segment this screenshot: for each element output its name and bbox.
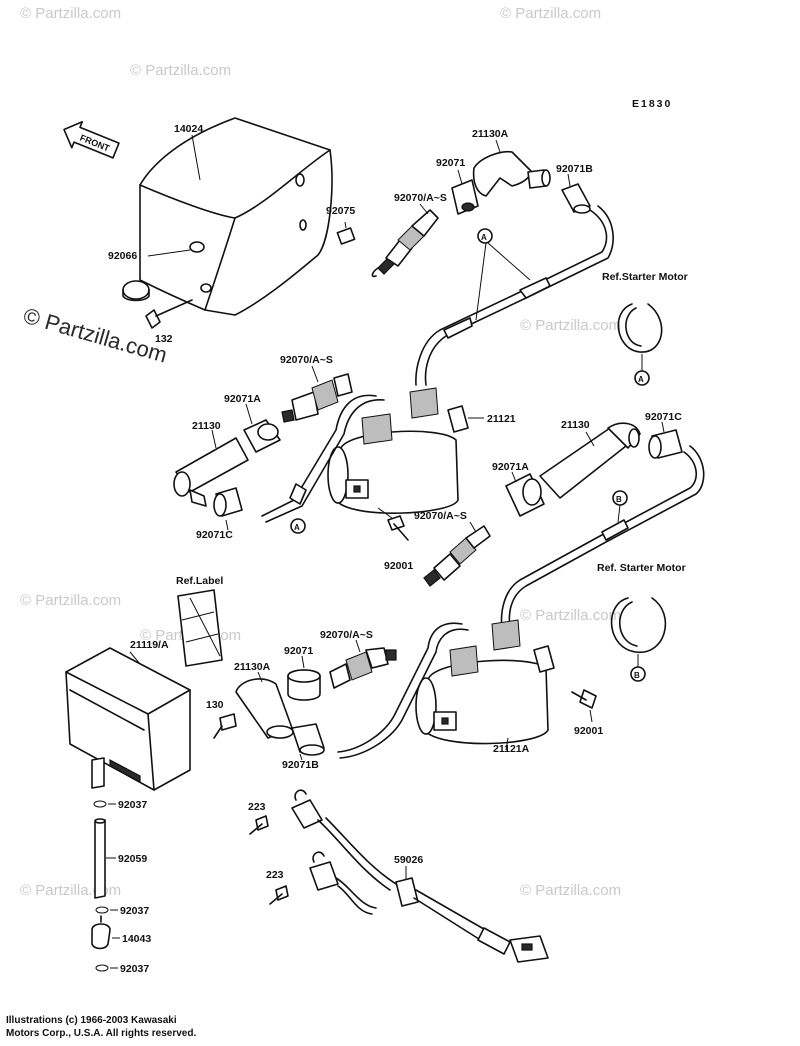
label-92070-mid: 92070/A~S	[280, 354, 333, 366]
label-ref-starter-2: Ref. Starter Motor	[597, 562, 686, 574]
bolt-92001-low	[571, 689, 597, 709]
spark-plug-top	[371, 209, 439, 278]
plug-cap-21130-right	[539, 422, 641, 499]
marker-a1-icon	[477, 228, 493, 244]
grommet-92066	[122, 280, 150, 302]
ignition-cover	[139, 117, 333, 316]
screw-223-2	[269, 885, 289, 905]
marker-a3: A	[294, 523, 300, 532]
label-92071B-low: 92071B	[282, 759, 319, 771]
label-92037-3: 92037	[120, 963, 149, 975]
ignition-coil-21121	[327, 387, 469, 514]
seal-92071B-low	[291, 723, 325, 756]
marker-a2: A	[638, 375, 644, 384]
label-92066: 92066	[108, 250, 137, 262]
marker-b1: B	[616, 495, 622, 504]
label-92001-low: 92001	[574, 725, 603, 737]
marker-b2-icon	[630, 666, 646, 682]
vacuum-hose-assembly	[91, 800, 111, 972]
label-223-2: 223	[266, 869, 284, 881]
plug-cap-21130-left	[173, 437, 249, 507]
plug-cap-21130A-top	[472, 150, 551, 197]
ref-label-sheet	[177, 589, 223, 667]
label-92070-low: 92070/A~S	[320, 629, 373, 641]
label-21130-right: 21130	[561, 419, 590, 431]
label-21121: 21121	[487, 413, 516, 425]
bolt-92001-mid	[387, 515, 409, 541]
igniter-21119A	[65, 647, 191, 791]
copyright-line-1: Illustrations (c) 1966-2003 Kawasaki	[6, 1015, 177, 1026]
hv-cable-left	[261, 394, 385, 523]
marker-a3-icon	[290, 518, 306, 534]
seal-92071C-right	[648, 429, 683, 459]
copyright-line-2: Motors Corp., U.S.A. All rights reserved…	[6, 1028, 197, 1039]
sensor-harness-59026	[291, 789, 549, 963]
starter-motor-band-2	[610, 597, 667, 653]
label-92070-top: 92070/A~S	[394, 192, 447, 204]
hv-cable-right	[500, 445, 705, 629]
label-92071C-right: 92071C	[645, 411, 682, 423]
label-21130A-top: 21130A	[472, 128, 509, 140]
marker-a2-icon	[634, 370, 650, 386]
label-92071A-left: 92071A	[224, 393, 261, 405]
pad-92075	[336, 227, 356, 245]
seal-92071A-right	[505, 473, 545, 517]
label-92071C-left: 92071C	[196, 529, 233, 541]
label-92070-right: 92070/A~S	[414, 510, 467, 522]
watermark-large: © Partzilla.com	[21, 303, 170, 368]
watermark: © Partzilla.com	[20, 5, 121, 22]
plug-cap-21130A-low	[235, 678, 294, 739]
watermark: © Partzilla.com	[520, 882, 621, 899]
watermark: © Partzilla.com	[20, 592, 121, 609]
spark-plug-mid	[281, 373, 353, 423]
marker-b2: B	[634, 671, 640, 680]
label-21121A: 21121A	[493, 743, 530, 755]
seal-92071C-left	[213, 487, 243, 517]
starter-motor-band-1	[617, 303, 663, 353]
plug-cap-seal-92071B-top	[561, 183, 591, 214]
hv-cable-top	[415, 205, 614, 386]
marker-a1: A	[481, 233, 487, 242]
label-21119A: 21119/A	[130, 639, 169, 651]
bolt-130	[213, 713, 237, 739]
label-92001-mid: 92001	[384, 560, 413, 572]
label-ref-starter-1: Ref.Starter Motor	[602, 271, 688, 283]
label-21130-left: 21130	[192, 420, 221, 432]
label-14043: 14043	[122, 933, 151, 945]
label-ref-label: Ref.Label	[176, 575, 223, 587]
seal-92071-low	[287, 669, 321, 701]
label-92071A-right: 92071A	[492, 461, 529, 473]
watermark: © Partzilla.com	[130, 62, 231, 79]
watermark: © Partzilla.com	[500, 5, 601, 22]
label-130: 130	[206, 699, 224, 711]
ignition-coil-21121A	[415, 619, 555, 745]
diagram-code: E1830	[632, 98, 672, 110]
watermark: © Partzilla.com	[20, 882, 121, 899]
seal-92071A-left	[243, 419, 281, 453]
label-223-1: 223	[248, 801, 266, 813]
label-92037-1: 92037	[118, 799, 147, 811]
copyright-notice: Illustrations (c) 1966-2003 Kawasaki Mot…	[6, 1014, 196, 1040]
front-arrow-icon: FRONT	[63, 120, 120, 159]
label-92071B-top: 92071B	[556, 163, 593, 175]
label-59026: 59026	[394, 854, 423, 866]
plug-cap-seal-92071-top	[451, 179, 479, 215]
label-132: 132	[155, 333, 173, 345]
label-92059: 92059	[118, 853, 147, 865]
bolt-132	[145, 299, 193, 329]
label-92037-2: 92037	[120, 905, 149, 917]
watermark: © Partzilla.com	[520, 607, 621, 624]
spark-plug-right	[423, 525, 491, 587]
hv-cable-low	[337, 622, 469, 759]
screw-223-1	[249, 815, 269, 835]
spark-plug-low	[329, 647, 397, 689]
label-92071-low: 92071	[284, 645, 313, 657]
label-21130A-low: 21130A	[234, 661, 271, 673]
watermark: © Partzilla.com	[520, 317, 621, 334]
label-92071-top: 92071	[436, 157, 465, 169]
label-14024: 14024	[174, 123, 203, 135]
label-92075: 92075	[326, 205, 355, 217]
